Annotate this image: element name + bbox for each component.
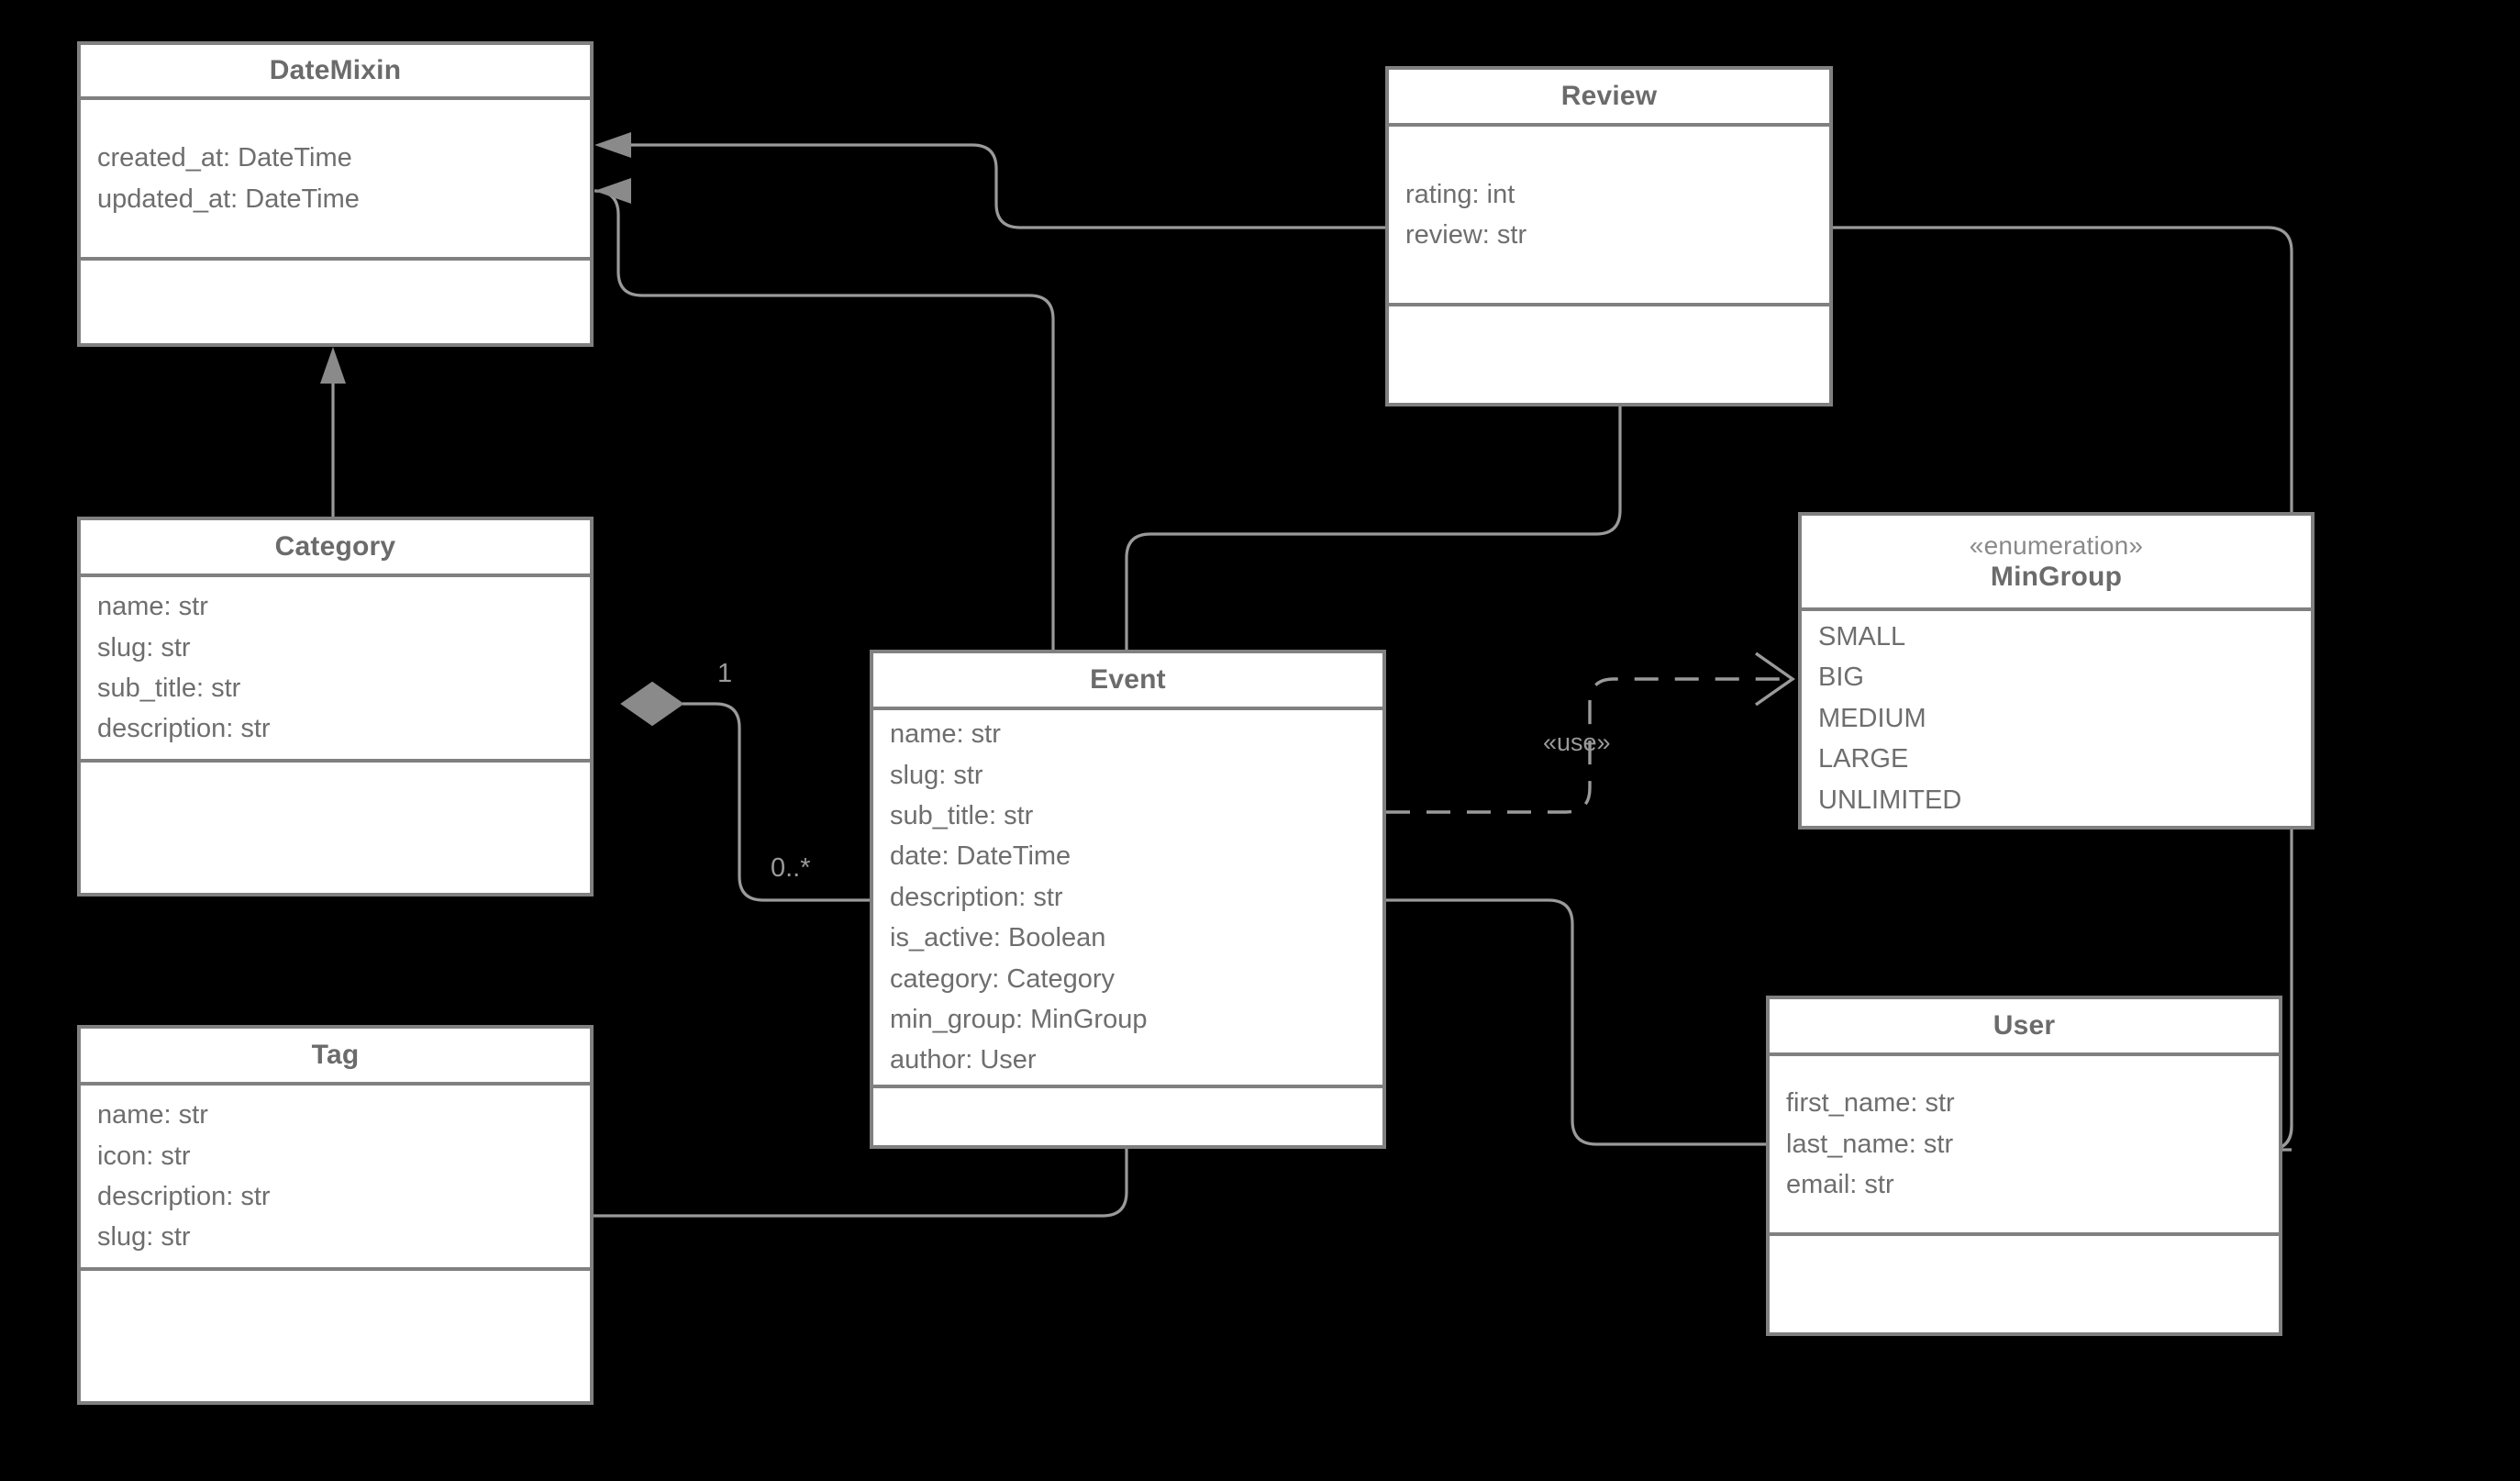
class-title-datemixin: DateMixin bbox=[81, 45, 590, 100]
class-box-datemixin[interactable]: DateMixin created_at: DateTime updated_a… bbox=[77, 41, 594, 347]
class-stereotype-mingroup: «enumeration» bbox=[1969, 530, 2144, 560]
class-attributes-review: rating: int review: str bbox=[1389, 127, 1829, 306]
class-title-tag: Tag bbox=[81, 1029, 590, 1086]
attribute-item: slug: str bbox=[97, 632, 191, 663]
class-box-user[interactable]: User first_name: str last_name: str emai… bbox=[1766, 996, 2282, 1336]
class-attributes-tag: name: str icon: str description: str slu… bbox=[81, 1086, 590, 1271]
attribute-item: category: Category bbox=[890, 963, 1116, 994]
use-stereotype-label: «use» bbox=[1543, 729, 1611, 756]
attribute-item: last_name: str bbox=[1786, 1129, 1954, 1159]
class-title-event: Event bbox=[873, 653, 1382, 710]
class-attributes-category: name: str slug: str sub_title: str descr… bbox=[81, 577, 590, 763]
edge-tag-event bbox=[594, 1149, 1128, 1218]
class-attributes-datemixin: created_at: DateTime updated_at: DateTim… bbox=[81, 100, 590, 261]
enum-item: BIG bbox=[1818, 663, 1864, 693]
attribute-item: author: User bbox=[890, 1045, 1037, 1075]
class-attributes-event: name: str slug: str sub_title: str date:… bbox=[873, 710, 1382, 1088]
attribute-item: name: str bbox=[97, 1100, 208, 1130]
multiplicity-label-one: 1 bbox=[717, 659, 733, 688]
edge-event-review bbox=[1125, 406, 1622, 650]
attribute-item: is_active: Boolean bbox=[890, 923, 1106, 953]
edge-review-inherits-datemixin bbox=[594, 132, 1385, 229]
class-box-event[interactable]: Event name: str slug: str sub_title: str… bbox=[870, 650, 1386, 1149]
attribute-item: review: str bbox=[1405, 220, 1527, 250]
class-name-mingroup: MinGroup bbox=[1990, 561, 2123, 592]
class-attributes-mingroup: SMALL BIG MEDIUM LARGE UNLIMITED bbox=[1802, 611, 2311, 826]
class-title-review: Review bbox=[1389, 70, 1829, 127]
attribute-item: name: str bbox=[890, 719, 1001, 750]
class-box-review[interactable]: Review rating: int review: str bbox=[1385, 66, 1833, 406]
attribute-item: slug: str bbox=[890, 760, 983, 790]
enum-item: SMALL bbox=[1818, 622, 1906, 652]
class-box-mingroup[interactable]: «enumeration» MinGroup SMALL BIG MEDIUM … bbox=[1798, 512, 2315, 830]
attribute-item: date: DateTime bbox=[890, 841, 1071, 872]
edge-event-user bbox=[1386, 898, 1766, 1146]
attribute-item: email: str bbox=[1786, 1170, 1894, 1200]
class-attributes-user: first_name: str last_name: str email: st… bbox=[1770, 1056, 2279, 1236]
attribute-item: first_name: str bbox=[1786, 1088, 1955, 1119]
class-title-user: User bbox=[1770, 999, 2279, 1056]
attribute-item: description: str bbox=[97, 1182, 271, 1211]
multiplicity-label-many: 0..* bbox=[771, 853, 811, 883]
enum-item: UNLIMITED bbox=[1818, 785, 1962, 815]
attribute-item: name: str bbox=[97, 592, 208, 622]
attribute-item: created_at: DateTime bbox=[97, 143, 352, 173]
attribute-item: min_group: MinGroup bbox=[890, 1004, 1148, 1034]
attribute-item: icon: str bbox=[97, 1141, 191, 1171]
enum-item: MEDIUM bbox=[1818, 703, 1926, 733]
class-box-tag[interactable]: Tag name: str icon: str description: str… bbox=[77, 1025, 594, 1405]
class-title-category: Category bbox=[81, 520, 590, 577]
attribute-item: sub_title: str bbox=[890, 801, 1034, 831]
class-title-mingroup: «enumeration» MinGroup bbox=[1802, 516, 2311, 611]
enum-item: LARGE bbox=[1818, 744, 1909, 774]
attribute-item: description: str bbox=[890, 882, 1063, 912]
attribute-item: updated_at: DateTime bbox=[97, 184, 360, 214]
class-box-category[interactable]: Category name: str slug: str sub_title: … bbox=[77, 517, 594, 896]
attribute-item: sub_title: str bbox=[97, 674, 241, 703]
edge-category-aggregates-event bbox=[620, 681, 870, 902]
attribute-item: slug: str bbox=[97, 1222, 191, 1253]
edge-event-inherits-datemixin bbox=[594, 178, 1055, 650]
attribute-item: description: str bbox=[97, 714, 271, 744]
attribute-item: rating: int bbox=[1405, 179, 1515, 209]
